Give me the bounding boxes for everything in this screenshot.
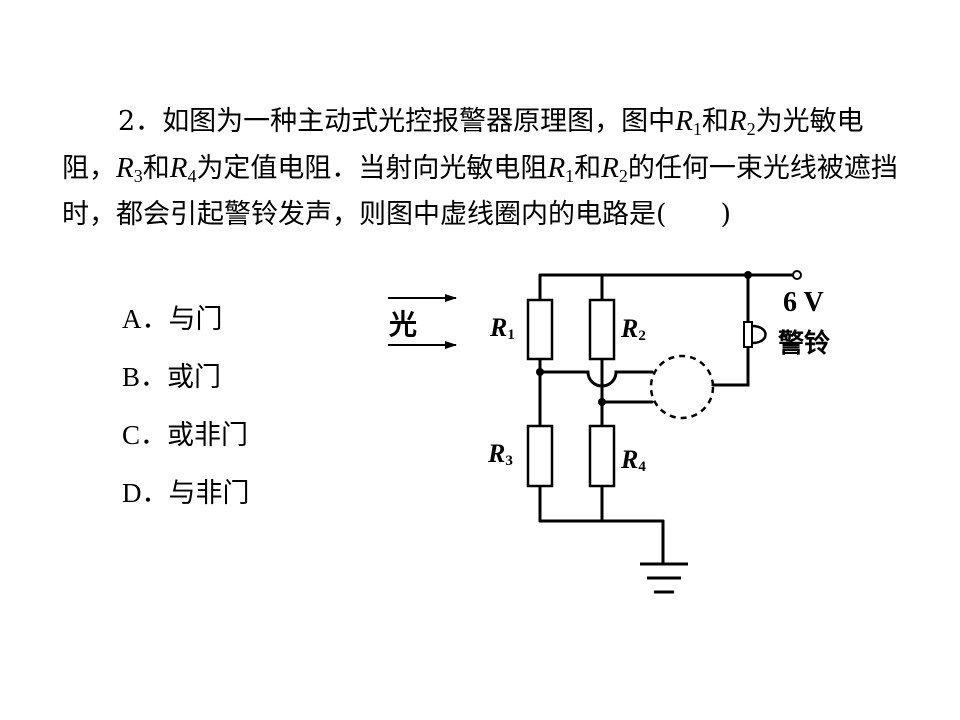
option-c[interactable]: C．或非门	[122, 420, 249, 451]
resistor-r3	[526, 424, 554, 488]
question-number: 2．	[118, 106, 163, 137]
logic-gate-placeholder	[649, 354, 715, 420]
symbol-r4: R4	[169, 152, 197, 186]
junction-dot	[536, 368, 544, 376]
symbol-r1: R1	[547, 152, 575, 186]
circuit-wires	[538, 273, 799, 566]
power-terminal	[792, 270, 802, 280]
light-arrows	[388, 294, 457, 349]
voltage-label: 6 V	[783, 287, 824, 318]
light-label: 光	[388, 308, 417, 341]
label-r3: R3	[487, 439, 513, 469]
symbol-r3: R3	[116, 152, 143, 186]
label-r2: R2	[620, 314, 646, 344]
option-a[interactable]: A．与门	[122, 304, 223, 335]
symbol-r2: R2	[601, 152, 628, 186]
bell-label: 警铃	[778, 328, 830, 359]
option-b[interactable]: B．或门	[122, 362, 222, 393]
label-r4: R4	[620, 445, 646, 475]
option-d[interactable]: D．与非门	[122, 478, 250, 509]
junction-dot	[744, 271, 752, 279]
ground-icon	[640, 562, 688, 594]
label-r1: R1	[489, 313, 515, 343]
junction-dot	[598, 398, 606, 406]
question-text: 2．如图为一种主动式光控报警器原理图，图中R1和R2为光敏电阻，R3和R4为定值…	[62, 105, 898, 230]
resistor-r1	[526, 298, 554, 361]
resistor-r4	[588, 424, 616, 488]
symbol-r1: R1	[675, 105, 702, 139]
bell-icon	[743, 321, 767, 348]
resistor-r2	[588, 298, 616, 361]
symbol-r2: R2	[728, 105, 756, 139]
answer-options: A．与门 B．或门 C．或非门 D．与非门	[122, 296, 250, 528]
